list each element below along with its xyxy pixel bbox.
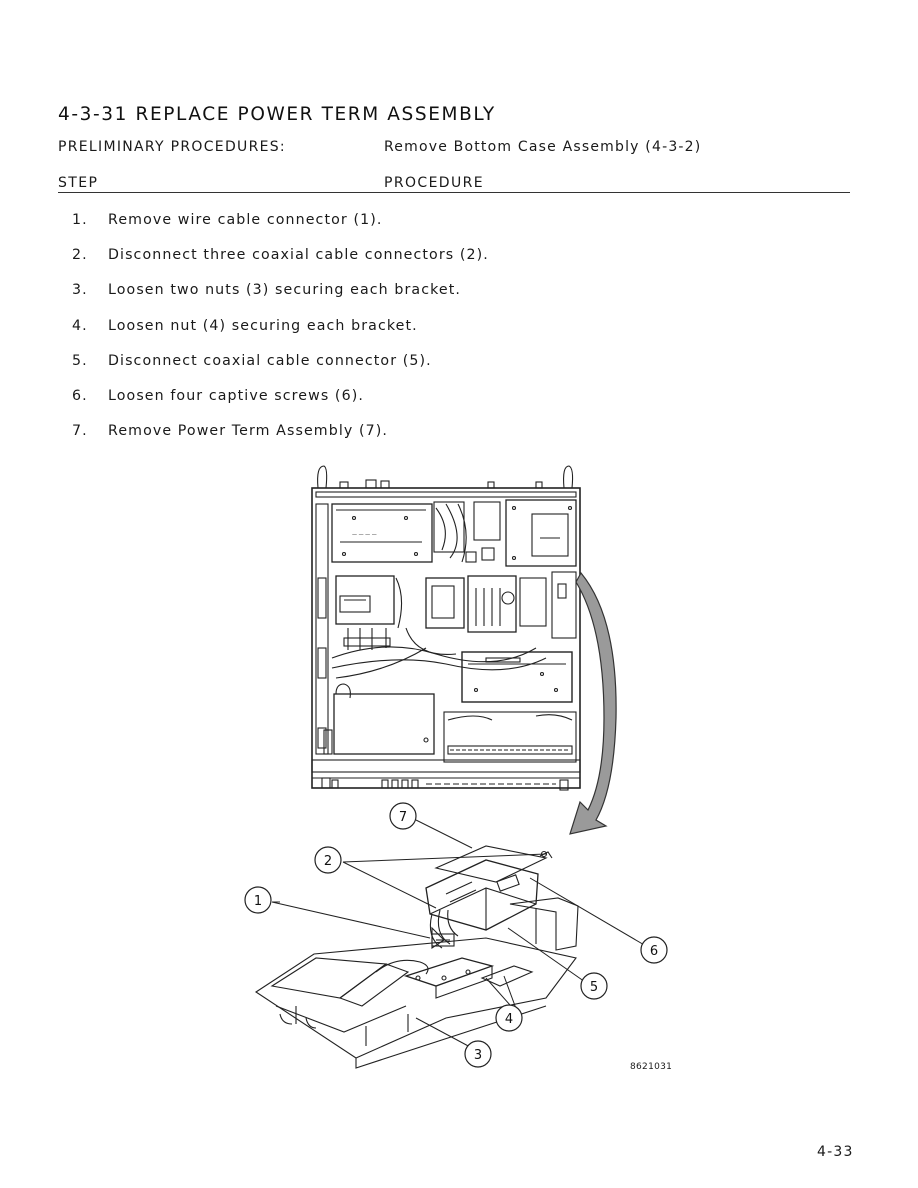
svg-text:7: 7 (399, 810, 407, 825)
exploded-view-drawing: — — — — (244, 465, 668, 1069)
procedure-step: 1. Remove wire cable connector (1). (72, 212, 489, 247)
step-column-header: STEP (58, 175, 99, 191)
power-term-assembly-figure: — — — — (236, 458, 676, 1078)
right-handle-icon (563, 465, 574, 489)
step-text: Loosen four captive screws (6). (108, 387, 364, 404)
section-title: 4-3-31 REPLACE POWER TERM ASSEMBLY (58, 104, 496, 125)
callout-2: 2 (314, 846, 342, 874)
callout-1: 1 (244, 886, 272, 914)
procedure-steps-list: 1. Remove wire cable connector (1). 2. Dis… (72, 212, 489, 458)
step-number: 1. (72, 212, 88, 228)
chassis-top-view: — — — — (311, 479, 581, 791)
callout-3: 3 (464, 1040, 492, 1068)
callout-5: 5 (580, 972, 608, 1000)
figure-id: 8621031 (630, 1062, 673, 1072)
step-text: Loosen two nuts (3) securing each bracke… (108, 282, 462, 299)
removal-arrow-icon (569, 571, 617, 835)
chassis-base-plate (254, 937, 577, 1069)
header-rule (58, 192, 850, 193)
svg-text:5: 5 (590, 980, 598, 995)
callout-7: 7 (389, 802, 417, 830)
step-text: Loosen nut (4) securing each bracket. (108, 317, 418, 334)
left-handle-icon (317, 465, 328, 489)
callout-6: 6 (640, 936, 668, 964)
procedure-step: 6. Loosen four captive screws (6). (72, 388, 489, 423)
step-number: 2. (72, 247, 88, 264)
procedure-step: 7. Remove Power Term Assembly (7). (72, 423, 489, 458)
callout-4: 4 (495, 1004, 523, 1032)
procedure-step: 4. Loosen nut (4) securing each bracket. (72, 318, 489, 353)
svg-text:1: 1 (254, 894, 262, 909)
step-text: Remove wire cable connector (1). (108, 212, 383, 228)
procedure-step: 5. Disconnect coaxial cable connector (5)… (72, 353, 489, 388)
step-number: 5. (72, 352, 88, 369)
svg-text:2: 2 (324, 854, 332, 869)
procedure-step: 2. Disconnect three coaxial cable connect… (72, 247, 489, 282)
preliminary-procedures-value: Remove Bottom Case Assembly (4-3-2) (384, 139, 702, 155)
svg-text:6: 6 (650, 944, 658, 959)
power-term-assembly-exploded (425, 845, 579, 951)
svg-text:3: 3 (474, 1048, 482, 1063)
procedure-column-header: PROCEDURE (384, 175, 485, 191)
preliminary-procedures-label: PRELIMINARY PROCEDURES: (58, 139, 286, 155)
step-text: Disconnect coaxial cable connector (5). (108, 352, 432, 369)
step-text: Remove Power Term Assembly (7). (108, 423, 388, 440)
svg-text:— — — —: — — — — (352, 532, 377, 538)
step-number: 6. (72, 387, 88, 404)
procedure-step: 3. Loosen two nuts (3) securing each brac… (72, 282, 489, 317)
page-number: 4-33 (817, 1144, 854, 1160)
step-text: Disconnect three coaxial cable connector… (108, 247, 489, 264)
step-number: 7. (72, 423, 88, 440)
step-number: 3. (72, 282, 88, 299)
step-number: 4. (72, 317, 88, 334)
svg-text:4: 4 (505, 1012, 513, 1027)
callout-leaders (271, 819, 647, 1049)
